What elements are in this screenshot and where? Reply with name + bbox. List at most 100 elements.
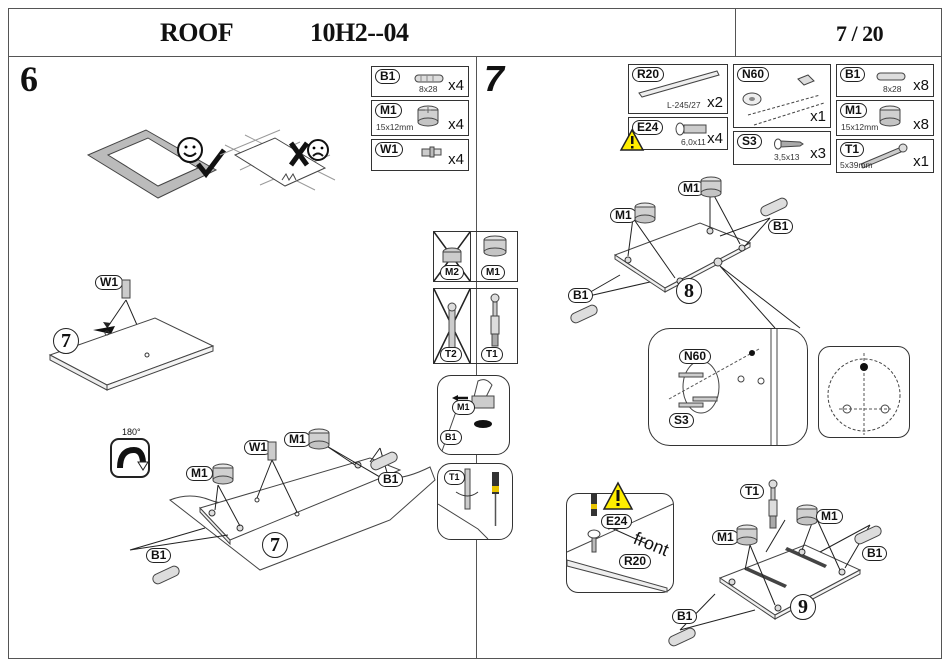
dowel-icon xyxy=(876,72,906,81)
checkmark-icon xyxy=(196,148,226,179)
panel-7-assembly-diagram xyxy=(129,444,436,571)
part-id: R20 xyxy=(632,67,665,82)
dowel-icon xyxy=(152,565,180,585)
finger-press-icon xyxy=(441,379,495,452)
label-b1-left: B1 xyxy=(146,548,172,563)
product-name: ROOF xyxy=(160,18,234,47)
part-id: B1 xyxy=(840,67,866,82)
steps-divider xyxy=(476,56,477,659)
label-b1-d: B1 xyxy=(672,609,698,624)
tip-cam-insertion: M1 B1 xyxy=(437,375,510,455)
wood-screw-icon xyxy=(774,138,804,150)
part-b1: B1 8x28 x8 xyxy=(836,64,934,97)
cam-bolt-icon xyxy=(421,146,442,158)
panel-number-8: 8 xyxy=(676,278,702,304)
cross-icon xyxy=(288,141,310,167)
part-id: M1 xyxy=(840,103,867,118)
step-6-number: 6 xyxy=(20,59,38,99)
warning-icon xyxy=(619,128,645,151)
bolt-icon xyxy=(490,293,500,347)
part-w1: W1 x4 xyxy=(371,139,469,171)
header-page-divider xyxy=(735,8,736,56)
part-t1: T1 5x39mm x1 xyxy=(836,139,934,173)
label-b1-a: B1 xyxy=(768,219,794,234)
wrong-cam-m2: M2 xyxy=(433,231,471,282)
rotate-label: 180° xyxy=(122,427,141,437)
part-qty: x3 xyxy=(810,145,826,162)
part-id: N60 xyxy=(737,67,770,82)
label-b1: B1 xyxy=(440,430,462,445)
wrong-bolt-t2: T2 xyxy=(433,288,471,364)
dowel-icon xyxy=(854,525,882,545)
label-e24: E24 xyxy=(601,514,633,529)
part-m1: M1 15x12mm x4 xyxy=(371,100,469,136)
part-qty: x1 xyxy=(810,108,826,125)
label-m1-d: M1 xyxy=(816,509,843,524)
cam-lock-icon xyxy=(634,202,656,224)
label-m2: M2 xyxy=(440,265,464,280)
label-r20: R20 xyxy=(619,554,652,569)
part-s3: S3 3,5x13 x3 xyxy=(733,131,831,165)
label-t1: T1 xyxy=(740,484,765,499)
cam-lock-icon xyxy=(736,524,758,546)
cam-lock-icon xyxy=(417,105,439,127)
label-s3: S3 xyxy=(669,413,694,428)
bolt-icon xyxy=(860,143,908,169)
header-divider xyxy=(8,56,942,57)
cam-lock-icon xyxy=(879,105,901,127)
part-qty: x2 xyxy=(707,94,723,111)
part-id: E24 xyxy=(632,120,664,135)
part-size: 15x12mm xyxy=(376,122,414,132)
plate-icon xyxy=(742,74,825,126)
part-qty: x4 xyxy=(707,130,723,147)
rug-surface-ok xyxy=(86,129,218,199)
dowel-icon xyxy=(370,451,398,471)
label-t2: T2 xyxy=(440,347,462,362)
part-id: W1 xyxy=(375,142,403,157)
label-b1-b: B1 xyxy=(568,288,594,303)
part-size: 6,0x11 xyxy=(681,137,706,147)
panel-number-9: 9 xyxy=(790,594,816,620)
label-b1-c: B1 xyxy=(862,546,888,561)
part-n60: N60 x1 xyxy=(733,64,831,128)
part-qty: x8 xyxy=(913,77,929,94)
tip-bolt-screwdriver: T1 xyxy=(437,463,513,540)
part-r20: R20 L-245/27 x2 xyxy=(628,64,728,114)
dowel-icon xyxy=(414,74,444,83)
part-id: S3 xyxy=(737,134,762,149)
dowel-icon xyxy=(760,197,788,217)
label-b1-right: B1 xyxy=(378,472,404,487)
panel-number-7: 7 xyxy=(53,328,79,354)
dowel-icon xyxy=(668,627,696,647)
part-qty: x4 xyxy=(448,116,464,133)
part-size: 8x28 xyxy=(419,84,438,94)
hole-template-diagram xyxy=(827,353,901,435)
part-qty: x4 xyxy=(448,151,464,168)
warning-icon xyxy=(602,481,634,510)
label-m1: M1 xyxy=(481,265,505,280)
n60-plate-diagram xyxy=(668,329,778,445)
detail-rail-front: E24 front R20 xyxy=(566,493,674,593)
part-qty: x1 xyxy=(913,153,929,170)
page-frame xyxy=(8,8,942,659)
part-qty: x4 xyxy=(448,77,464,94)
panel-9-assembly-diagram xyxy=(679,514,871,631)
part-size: 5x39mm xyxy=(840,160,873,170)
cam-lock-icon xyxy=(796,504,818,526)
label-m1-left: M1 xyxy=(186,466,213,481)
cam-lock-icon xyxy=(212,463,234,485)
cam-lock-icon xyxy=(308,428,330,450)
step-7-number: 7 xyxy=(484,58,505,99)
label-n60: N60 xyxy=(679,349,712,364)
label-m1-a: M1 xyxy=(610,208,637,223)
part-id: T1 xyxy=(840,142,865,157)
panel-7-w1-diagram xyxy=(48,279,215,391)
hard-floor-not-ok xyxy=(219,129,336,191)
label-w1: W1 xyxy=(95,275,123,290)
part-e24: E24 6,0x11 x4 xyxy=(628,117,728,150)
cam-lock-icon xyxy=(483,235,507,257)
part-qty: x8 xyxy=(913,116,929,133)
label-t1: T1 xyxy=(444,470,465,485)
part-id: B1 xyxy=(375,69,401,84)
part-b1: B1 8x28 x4 xyxy=(371,66,469,97)
